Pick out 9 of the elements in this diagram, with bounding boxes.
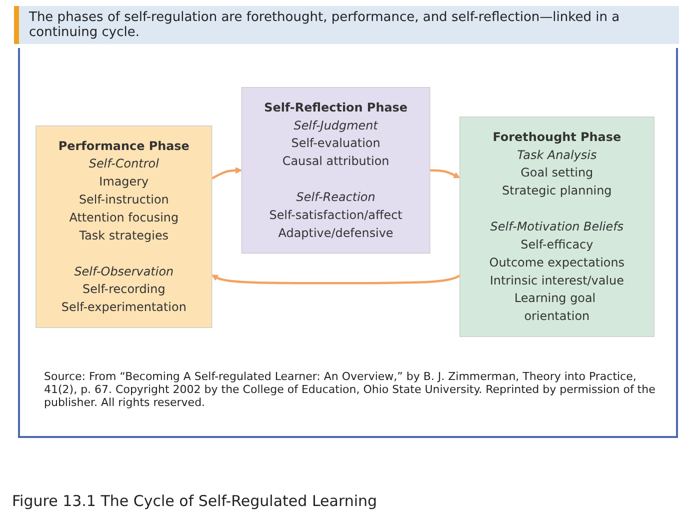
node-box: Self-Reflection Phase Self-Judgment Self-evaluation Causal attribution Self-Reaction Self-satisfaction/affect Adaptive/defensive (241, 87, 430, 254)
arrow (212, 274, 460, 284)
source-note: Source: From “Becoming A Self-regulated Learner: An Overview,” by B. J. Zimmerman, Theory into Practice, 41(2), p. 67. Copyright 2002 by the College of Education, Ohio State University. Reprinted by permission of the publisher. All rights reserved. (44, 370, 656, 409)
heading-banner: The phases of self-regulation are forethought, performance, and self-reflection—linked in a continuing cycle. (14, 6, 679, 44)
arrow (211, 167, 242, 180)
arrow (430, 169, 460, 178)
figure-caption: Figure 13.1 The Cycle of Self-Regulated Learning (12, 492, 378, 510)
node-box: Performance Phase Self-Control Imagery Self-instruction Attention focusing Task strategies Self-Observation Self-recording Self-experimentation (36, 126, 212, 328)
node-box: Forethought Phase Task Analysis Goal setting Strategic planning Self-Motivation Beliefs Self-efficacy Outcome expectations Intrinsic interest/value Learning goal orientation (459, 116, 654, 337)
